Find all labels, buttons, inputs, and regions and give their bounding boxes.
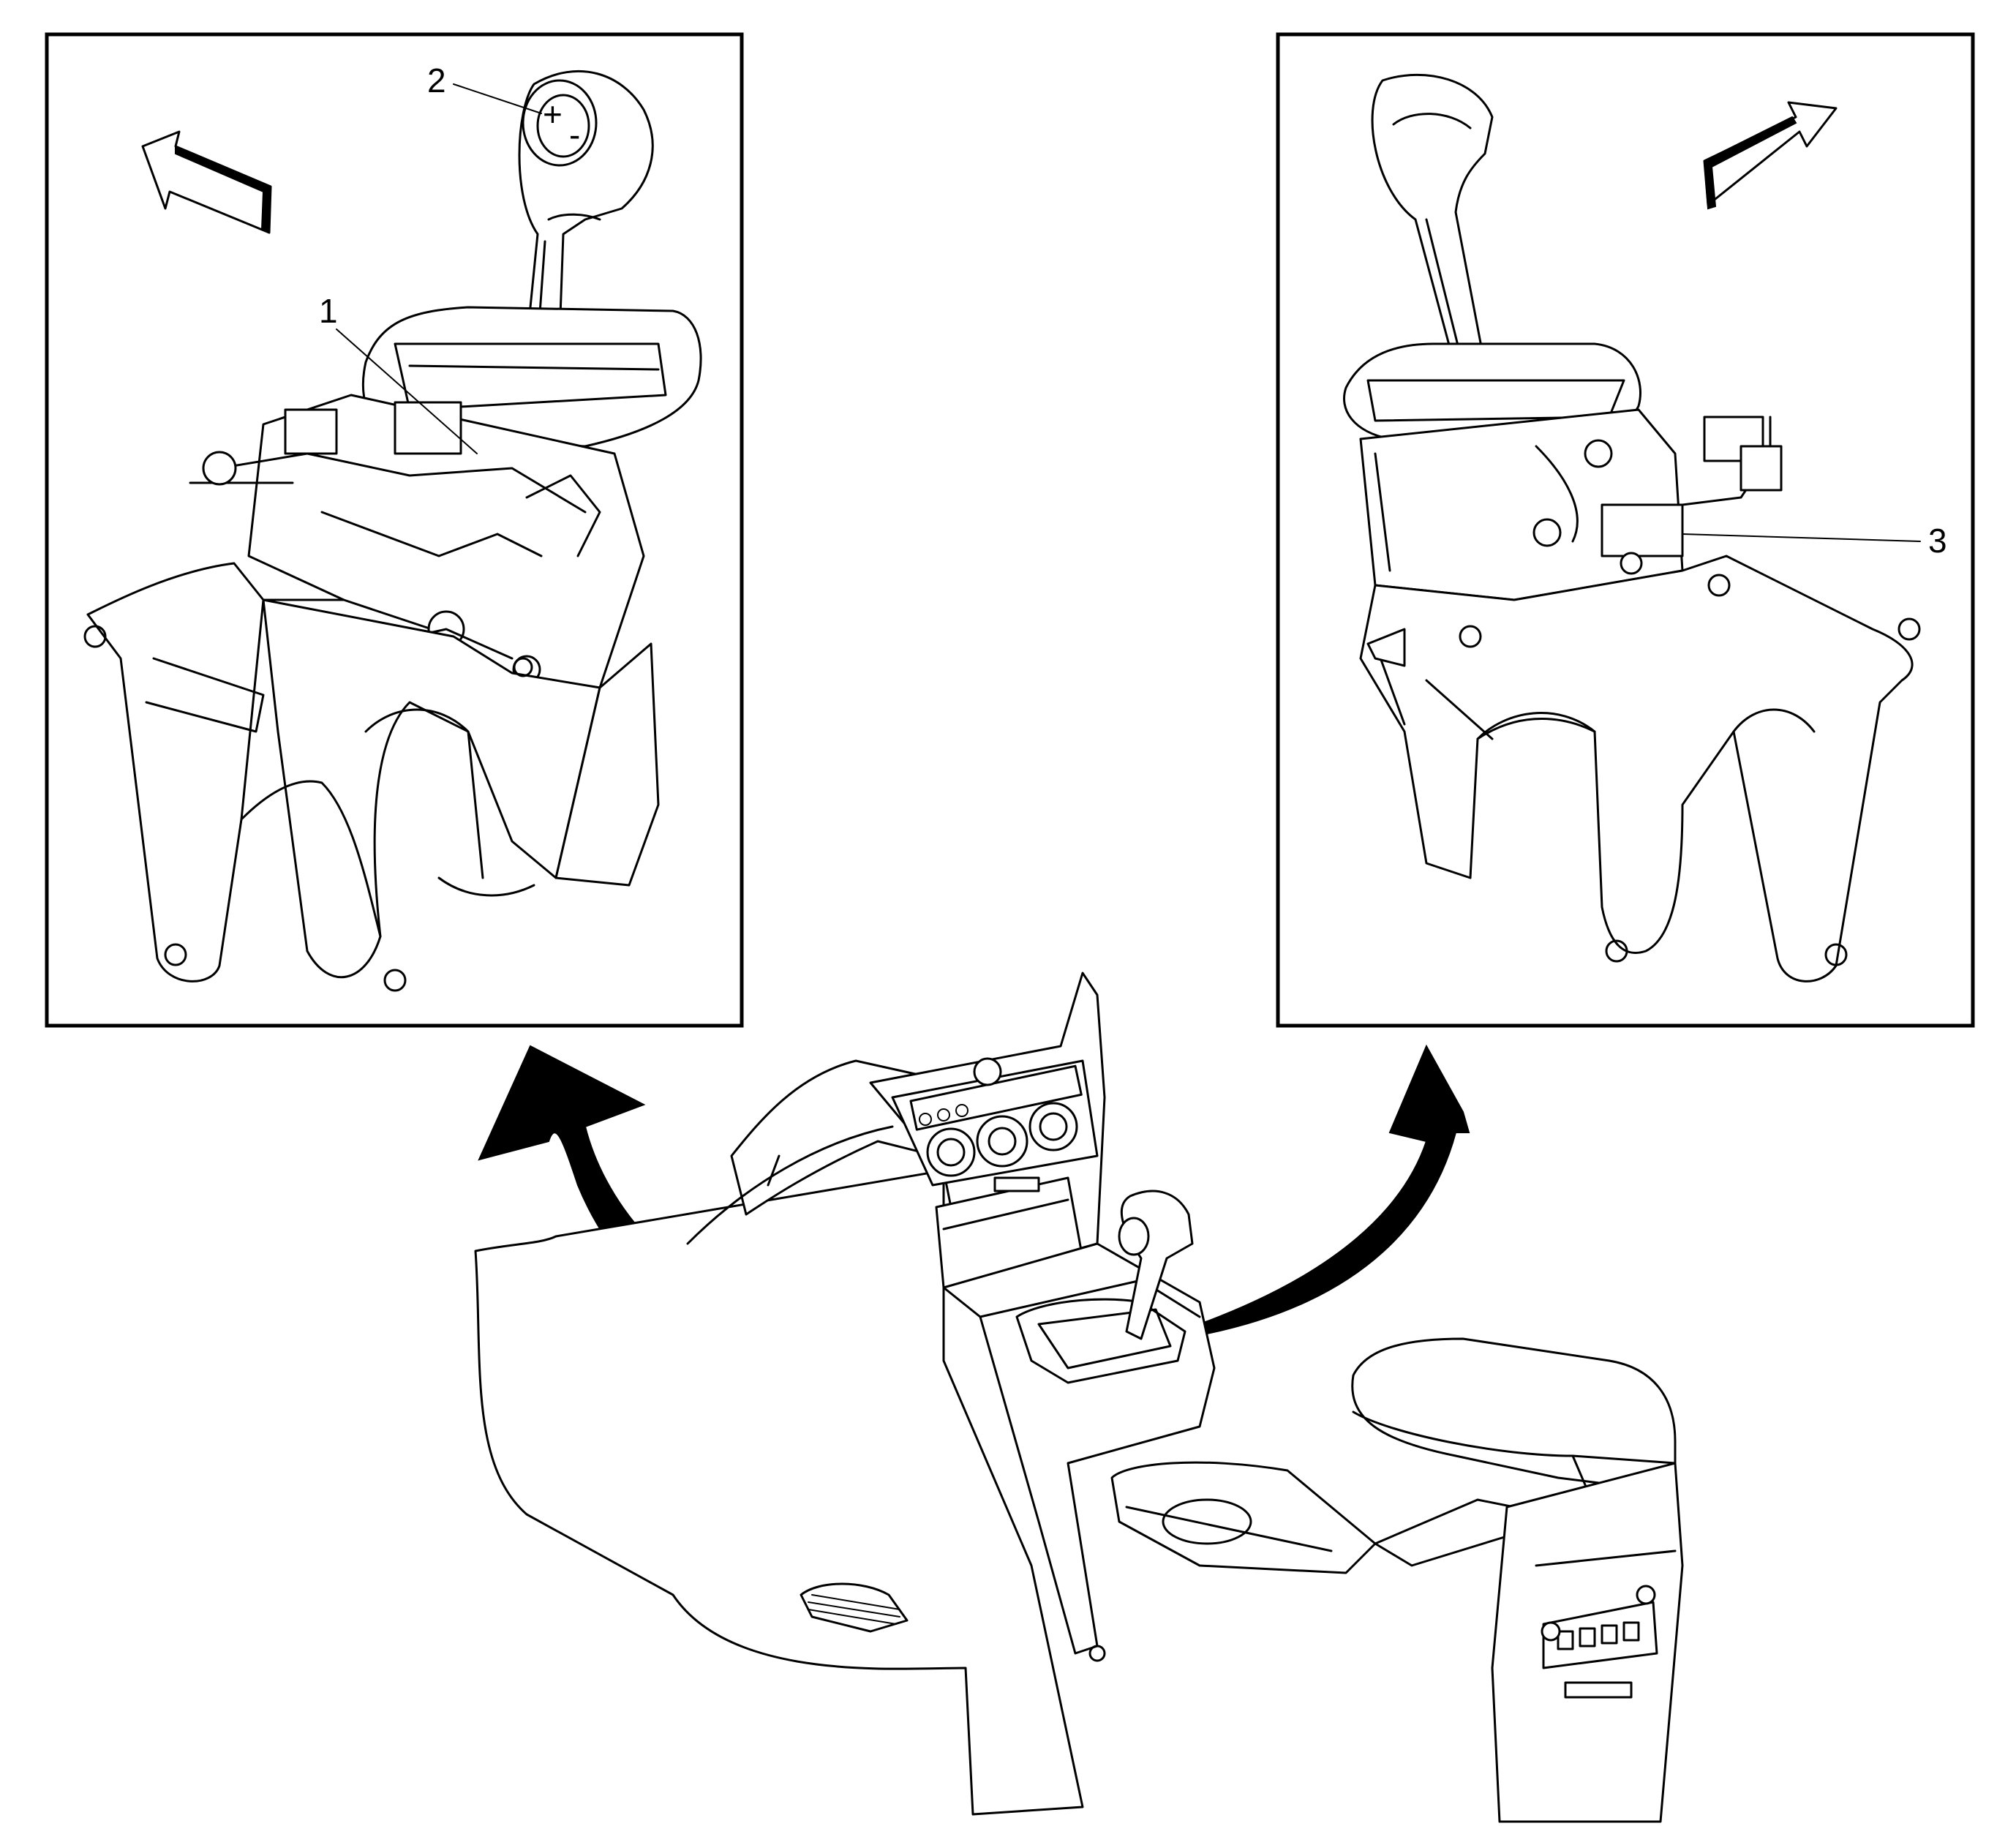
center-console bbox=[474, 972, 1684, 1823]
knob-plus-symbol: + bbox=[543, 95, 563, 133]
left-direction-arrow-icon bbox=[141, 130, 272, 234]
callout-2-label: 2 bbox=[427, 61, 446, 99]
right-inset-panel: 3 bbox=[1276, 32, 1975, 1028]
console-vent-grille bbox=[800, 1582, 909, 1633]
right-mounting-bracket bbox=[1359, 555, 1921, 982]
callout-3-label: 3 bbox=[1928, 522, 1947, 560]
callout-1-label: 1 bbox=[319, 292, 338, 330]
left-inset-panel: + - bbox=[45, 32, 744, 1028]
right-shifter-base bbox=[1359, 408, 1783, 601]
left-mounting-bracket bbox=[83, 562, 660, 992]
callout-3: 3 bbox=[1682, 522, 1947, 560]
right-shifter-lever bbox=[1371, 73, 1494, 371]
knob-minus-symbol: - bbox=[569, 116, 580, 154]
callout-2: 2 bbox=[427, 61, 542, 114]
callout-1: 1 bbox=[319, 292, 478, 454]
right-curved-arrow-icon bbox=[1199, 1044, 1470, 1337]
left-knob-button: + - bbox=[522, 79, 598, 167]
right-direction-arrow-icon bbox=[1703, 101, 1838, 210]
